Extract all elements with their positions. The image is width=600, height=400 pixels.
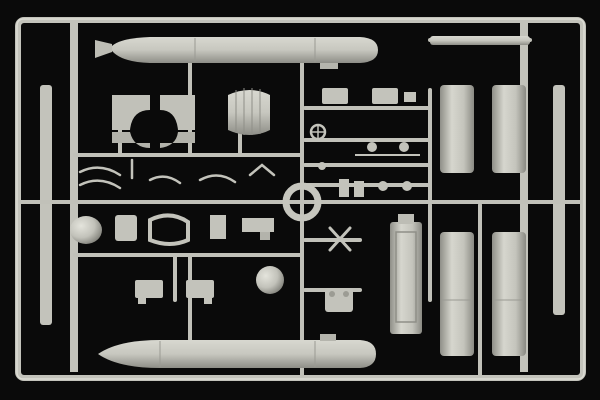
valve-block-part: [325, 288, 353, 312]
ribbed-dome: [228, 88, 270, 135]
sphere-part: [256, 266, 284, 294]
linkage-parts: [78, 158, 276, 190]
propeller-part: [328, 226, 352, 252]
small-box-parts: [322, 88, 416, 104]
bracket-parts: [135, 280, 214, 304]
lower-left-parts: [70, 213, 274, 246]
cylinder-halves-lower: [440, 232, 526, 356]
handwheel-part: [309, 123, 327, 170]
shell-parts: [112, 95, 195, 148]
cradle-part: [390, 214, 422, 334]
sprue-frame: [15, 17, 586, 381]
thin-rod-part: [430, 36, 530, 45]
frame-tabs: [40, 22, 565, 372]
cylinder-halves-upper: [440, 85, 526, 173]
sprue-ring: [282, 182, 322, 222]
torpedo-lower: [98, 334, 376, 368]
sprue-frame-highlight: [16, 18, 585, 380]
torpedo-upper: [95, 37, 378, 69]
rod-parts: [339, 139, 420, 197]
